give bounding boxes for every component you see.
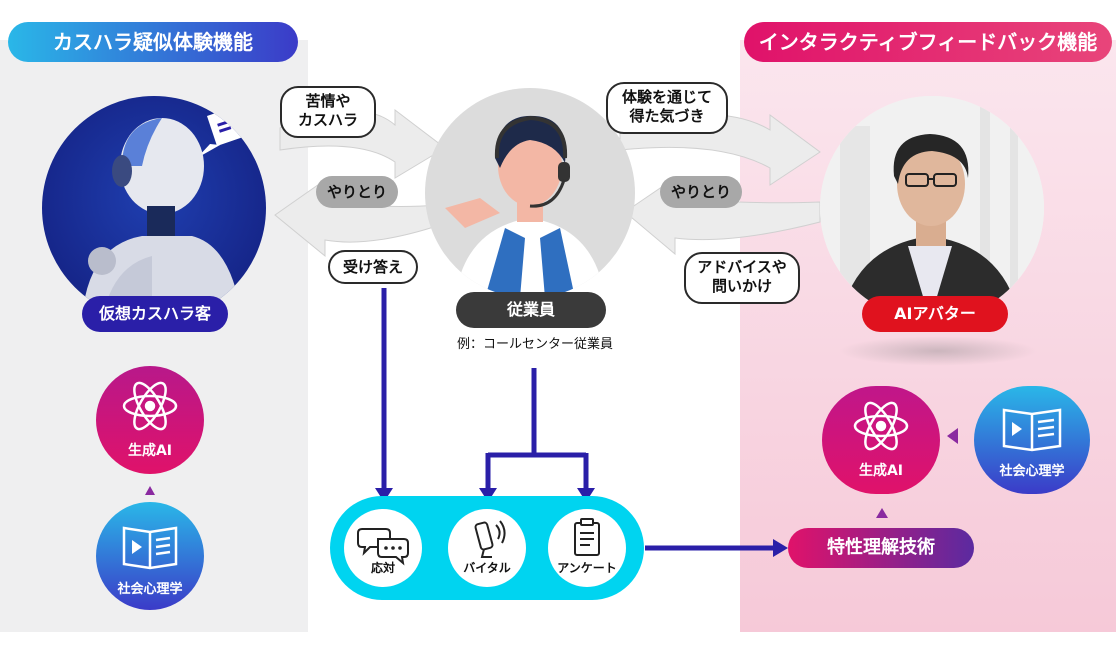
right-social-psych-circle: 社会心理学 bbox=[974, 386, 1090, 494]
ai-avatar-image bbox=[820, 96, 1044, 320]
employee-example-text: 例：コールセンター従業員 bbox=[456, 337, 613, 352]
vital-measure: バイタル bbox=[448, 509, 526, 587]
vital-measure-label: バイタル bbox=[463, 561, 511, 575]
right-section-title: インタラクティブフィードバック機能 bbox=[744, 22, 1112, 62]
atom-icon bbox=[122, 381, 178, 431]
clipboard-icon bbox=[574, 518, 600, 556]
survey-measure-label: アンケート bbox=[557, 561, 617, 575]
book-icon bbox=[1002, 408, 1062, 452]
employee-label: 従業員 bbox=[456, 292, 606, 328]
right-left-triangle bbox=[947, 428, 958, 444]
atom-icon bbox=[853, 401, 909, 451]
ai-avatar-label: AIアバター bbox=[862, 296, 1008, 332]
chat-icon bbox=[357, 528, 409, 566]
avatar-photo bbox=[820, 96, 1044, 320]
insight-line-2: 得た気づき bbox=[629, 107, 705, 125]
employee-illustration bbox=[445, 115, 605, 298]
virtual-customer-image: !! bbox=[42, 96, 266, 320]
response-measure: 応対 bbox=[344, 509, 422, 587]
complaint-line-2: カスハラ bbox=[297, 111, 358, 129]
right-up-triangle bbox=[876, 508, 888, 518]
response-bubble: 受け答え bbox=[328, 250, 418, 284]
insight-line-1: 体験を通じて bbox=[621, 88, 712, 106]
advice-line-1: アドバイスや bbox=[697, 258, 787, 276]
left-section-title: カスハラ疑似体験機能 bbox=[8, 22, 298, 62]
left-social-psych-circle: 社会心理学 bbox=[96, 502, 204, 610]
left-social-psych-label: 社会心理学 bbox=[117, 582, 183, 597]
arrow-to-customer bbox=[274, 179, 441, 258]
employee-image bbox=[425, 88, 635, 298]
avatar-shadow bbox=[838, 336, 1038, 366]
left-gen-ai-circle: 生成AI bbox=[96, 366, 204, 474]
advice-bubble: アドバイスや 問いかけ bbox=[684, 252, 800, 304]
left-gen-ai-label: 生成AI bbox=[127, 443, 173, 459]
insight-bubble: 体験を通じて 得た気づき bbox=[606, 82, 728, 134]
exchange-right-label: やりとり bbox=[660, 176, 742, 208]
response-measure-label: 応対 bbox=[370, 561, 395, 575]
complaint-bubble: 苦情や カスハラ bbox=[280, 86, 376, 138]
left-up-triangle bbox=[145, 486, 155, 495]
right-social-psych-label: 社会心理学 bbox=[999, 464, 1065, 479]
virtual-customer-label: 仮想カスハラ客 bbox=[82, 296, 228, 332]
book-icon bbox=[122, 526, 178, 570]
exchange-left-label: やりとり bbox=[316, 176, 398, 208]
trait-tech-label: 特性理解技術 bbox=[788, 528, 974, 568]
right-gen-ai-circle: 生成AI bbox=[822, 386, 940, 494]
measurement-capsule: 応対 バイタル アンケート bbox=[330, 496, 644, 600]
wearable-sensor-icon bbox=[474, 520, 506, 558]
advice-line-2: 問いかけ bbox=[711, 277, 772, 295]
employee-flow-line bbox=[485, 368, 589, 490]
survey-measure: アンケート bbox=[548, 509, 626, 587]
complaint-line-1: 苦情や bbox=[305, 92, 351, 110]
right-gen-ai-label: 生成AI bbox=[858, 463, 904, 479]
robot-illustration: !! bbox=[82, 104, 252, 320]
